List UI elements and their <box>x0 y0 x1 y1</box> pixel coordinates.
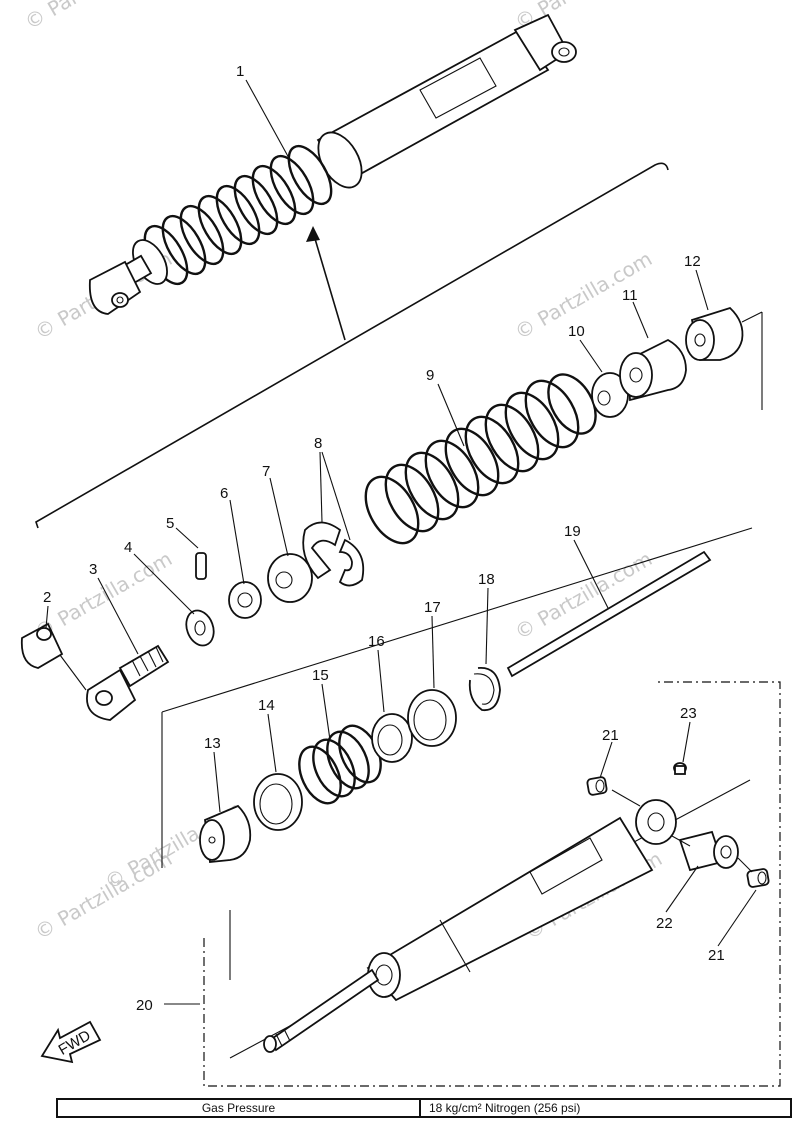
part-14 <box>253 773 303 831</box>
callout-21-upper: 21 <box>602 727 619 744</box>
callout-17: 17 <box>424 599 441 616</box>
callout-7: 7 <box>262 463 270 480</box>
watermark-top-left: © Partzilla.com <box>21 0 167 34</box>
part-15 <box>298 724 382 805</box>
part-22-sleeve <box>678 830 739 872</box>
callout-15: 15 <box>312 667 329 684</box>
callout-21-lower: 21 <box>708 947 725 964</box>
part-23-fitting <box>673 762 687 775</box>
callout-20: 20 <box>136 997 153 1014</box>
part-5 <box>195 552 207 580</box>
row-divider <box>161 527 753 713</box>
callout-19: 19 <box>564 523 581 540</box>
callout-11: 11 <box>622 287 638 304</box>
part-18 <box>468 667 501 712</box>
parts-row-upper <box>20 306 763 721</box>
callout-3: 3 <box>89 561 97 578</box>
watermark-center-left: © Partzilla.com <box>31 546 177 644</box>
part-8b <box>338 538 365 587</box>
callout-16: 16 <box>368 633 385 650</box>
part-8a <box>302 521 342 580</box>
part-4 <box>185 609 215 647</box>
callout-4: 4 <box>124 539 132 556</box>
part-20-damper <box>263 799 677 1053</box>
callout-18: 18 <box>478 571 495 588</box>
part-2 <box>20 622 64 669</box>
assembly-arrowhead <box>306 226 320 242</box>
callout-22: 22 <box>656 915 673 932</box>
part-17 <box>407 689 457 747</box>
callout-10: 10 <box>568 323 585 340</box>
callout-12: 12 <box>684 253 701 270</box>
part-6 <box>228 581 262 619</box>
callout-5: 5 <box>166 515 174 532</box>
damper-group-box <box>203 681 781 1087</box>
spec-label-gas-pressure: Gas Pressure <box>58 1100 421 1116</box>
part-7 <box>267 553 313 603</box>
leader-lines <box>45 79 757 1005</box>
callout-9: 9 <box>426 367 434 384</box>
part-19 <box>506 550 712 678</box>
callout-8: 8 <box>314 435 322 452</box>
spec-value-gas-pressure: 18 kg/cm² Nitrogen (256 psi) <box>429 1101 581 1115</box>
part-1-shock-assembly <box>88 13 577 315</box>
callouts: 1 2 3 4 5 6 7 8 9 10 11 12 13 14 15 16 1… <box>43 63 725 1014</box>
assembly-arrow <box>312 231 346 341</box>
part-9 <box>364 373 597 545</box>
callout-1: 1 <box>236 63 244 80</box>
fwd-arrow-icon: FWD <box>40 1020 102 1064</box>
part-16 <box>371 713 413 763</box>
spec-table: Gas Pressure 18 kg/cm² Nitrogen (256 psi… <box>56 1098 792 1118</box>
part-21-bushings <box>586 776 770 888</box>
callout-6: 6 <box>220 485 228 502</box>
callout-14: 14 <box>258 697 275 714</box>
group-bracket <box>35 162 669 529</box>
callout-13: 13 <box>204 735 221 752</box>
callout-23: 23 <box>680 705 697 722</box>
callout-2: 2 <box>43 589 51 606</box>
parts-row-lower <box>199 550 712 863</box>
